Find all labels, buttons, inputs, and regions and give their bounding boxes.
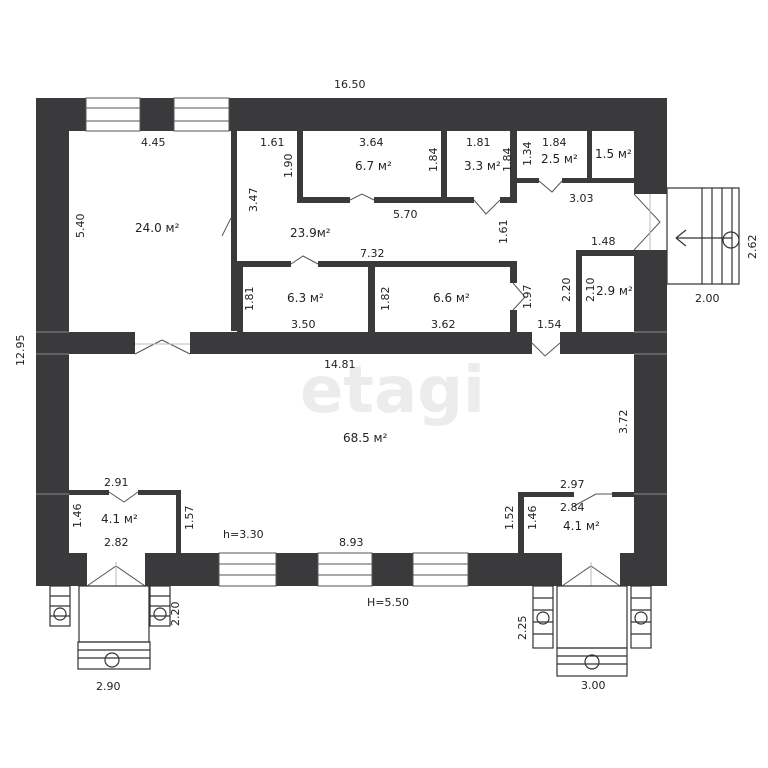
dim-148: 1.48 — [591, 235, 616, 248]
area-bottom-left-room: 4.1 м² — [101, 512, 138, 526]
dim-br-top: 2.97 — [560, 478, 585, 491]
dim-893: 8.93 — [339, 536, 364, 549]
left-porch — [49, 585, 171, 670]
area-main-hall: 68.5 м² — [343, 431, 388, 445]
dim-570: 5.70 — [393, 208, 418, 221]
dim-room-c-width: 1.84 — [542, 136, 567, 149]
dim-room-c-height: 1.34 — [521, 142, 534, 167]
dim-bl-bottom: 2.82 — [104, 536, 129, 549]
dim-right-porch-width: 3.00 — [581, 679, 606, 692]
area-room-e: 6.3 м² — [287, 291, 324, 305]
dim-left-room-height: 5.40 — [74, 214, 87, 239]
area-hall: 23.9м² — [290, 226, 331, 240]
dim-210: 2.10 — [584, 278, 597, 303]
exterior-height: H=5.50 — [367, 596, 409, 609]
wall-joints — [36, 331, 667, 495]
dim-bl-side: 1.46 — [71, 504, 84, 529]
dim-732: 7.32 — [360, 247, 385, 260]
dim-room-e-width: 3.50 — [291, 318, 316, 331]
area-left-room: 24.0 м² — [135, 221, 180, 235]
dim-right-porch-height: 2.25 — [516, 616, 529, 641]
dim-157: 1.57 — [183, 506, 196, 531]
doors — [86, 180, 661, 587]
dim-main-height: 3.72 — [617, 410, 630, 435]
dim-left-room-width: 4.45 — [141, 136, 166, 149]
area-room-c: 2.5 м² — [541, 152, 578, 166]
dim-stair-height: 2.62 — [746, 235, 759, 260]
dim-220: 2.20 — [560, 278, 573, 303]
dim-room-b-width: 1.81 — [466, 136, 491, 149]
dim-room-f-width: 3.62 — [431, 318, 456, 331]
bottom-windows — [218, 552, 469, 587]
dim-hall-c: 3.47 — [247, 188, 260, 213]
area-room-a: 6.7 м² — [355, 159, 392, 173]
exterior-walls — [36, 98, 667, 586]
dim-room-e-height: 1.81 — [243, 287, 256, 312]
dim-room-a-height: 1.84 — [427, 148, 440, 173]
area-room-d: 1.5 м² — [595, 147, 632, 161]
dim-197: 1.97 — [521, 285, 534, 310]
dim-left-porch-height: 2.20 — [169, 602, 182, 627]
dim-room-f-height: 1.82 — [379, 287, 392, 312]
dim-303: 3.03 — [569, 192, 594, 205]
dim-br-side: 1.46 — [526, 506, 539, 531]
ceiling-height: h=3.30 — [223, 528, 264, 541]
dim-bl-top: 2.91 — [104, 476, 129, 489]
dim-room-b-height: 1.84 — [501, 148, 514, 173]
dim-overall-width: 16.50 — [334, 78, 366, 91]
right-stair — [666, 187, 740, 285]
dim-left-porch-width: 2.90 — [96, 680, 121, 693]
right-porch — [532, 585, 652, 677]
dim-room-a-width: 3.64 — [359, 136, 384, 149]
dim-br-inner: 2.84 — [560, 501, 585, 514]
area-bottom-right-room: 4.1 м² — [563, 519, 600, 533]
area-room-f: 6.6 м² — [433, 291, 470, 305]
dim-hall-a: 1.61 — [260, 136, 285, 149]
dim-overall-height: 12.95 — [14, 335, 27, 367]
top-windows — [85, 97, 230, 132]
room-areas: 24.0 м² 23.9м² 6.7 м² 3.3 м² 2.5 м² 1.5 … — [101, 147, 633, 533]
dim-152: 1.52 — [503, 506, 516, 531]
watermark: etagi — [300, 354, 485, 428]
dim-161b: 1.61 — [497, 220, 510, 245]
dim-stair-width: 2.00 — [695, 292, 720, 305]
dimension-labels: 16.50 12.95 4.45 5.40 1.61 1.90 3.47 3.6… — [14, 78, 759, 693]
dim-154: 1.54 — [537, 318, 562, 331]
area-room-b: 3.3 м² — [464, 159, 501, 173]
dim-hall-b: 1.90 — [282, 154, 295, 179]
area-room-g: 2.9 м² — [596, 284, 633, 298]
dim-main-width: 14.81 — [324, 358, 356, 371]
interior-walls — [69, 131, 634, 553]
